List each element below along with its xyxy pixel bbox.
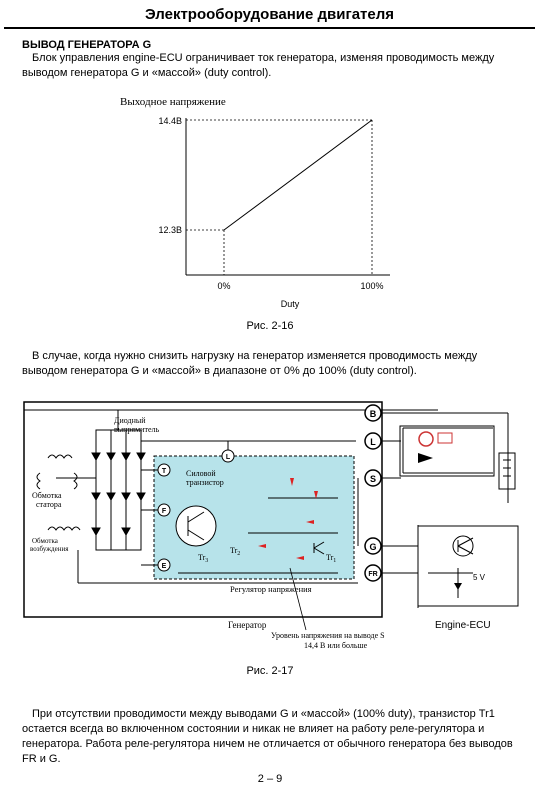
x-axis-label: Duty <box>281 299 300 309</box>
label-power-transistor-1: Силовой <box>186 469 216 478</box>
section-title: ВЫВОД ГЕНЕРАТОРА G <box>22 39 152 51</box>
lamp-relay-box <box>399 425 495 477</box>
svg-text:S: S <box>370 474 376 484</box>
x-tick-100: 100% <box>360 281 383 291</box>
label-stator-2: статора <box>36 500 62 509</box>
y-tick-12-3: 12.3В <box>158 225 182 235</box>
stator-coil <box>36 454 96 490</box>
label-power-transistor-2: транзистор <box>186 478 224 487</box>
svg-text:L: L <box>226 454 231 461</box>
third-paragraph: При отсутствии проводимости между вывода… <box>22 708 513 765</box>
label-regulator: Регулятор напряжения <box>230 584 312 594</box>
intro-paragraph: Блок управления engine-ECU ограничивает … <box>22 52 495 79</box>
label-level-2: 14,4 В или больше <box>304 641 368 650</box>
charge-lamp-icon <box>418 431 434 447</box>
generator-frame <box>23 401 383 618</box>
page-number: 2 – 9 <box>257 773 283 785</box>
terminal-l-inner: L <box>221 449 235 463</box>
label-tr2: Tr2 <box>230 546 240 557</box>
series-line <box>223 119 373 231</box>
ecu-transistor-icon <box>452 535 474 557</box>
terminal-fr: FR <box>364 564 382 582</box>
terminal-t: T <box>157 463 171 477</box>
label-generator: Генератор <box>228 620 267 630</box>
figure-caption-2: Рис. 2-17 <box>246 665 294 677</box>
figure-caption-1: Рис. 2-16 <box>246 320 294 332</box>
x-tick-0: 0% <box>217 281 230 291</box>
svg-text:L: L <box>370 437 376 447</box>
terminal-b: B <box>364 404 382 422</box>
label-level: Уровень напряжения на выводе S <box>271 631 385 640</box>
label-field-2: возбуждения <box>30 545 69 553</box>
current-arrows <box>258 478 318 560</box>
label-5v: 5 V <box>473 573 486 582</box>
generator-circuit-diagram: B L S G FR T F E L Диодный выпрямитель О… <box>23 401 519 650</box>
y-tick-14-4: 14.4В <box>158 116 182 126</box>
svg-text:FR: FR <box>368 571 377 578</box>
pointer-line <box>289 567 307 631</box>
field-coil <box>47 526 81 531</box>
label-stator-1: Обмотка <box>32 491 62 500</box>
svg-text:G: G <box>369 542 376 552</box>
label-field-1: Обмотка <box>32 537 59 545</box>
diode-rectifier <box>91 429 146 551</box>
svg-text:F: F <box>162 508 167 515</box>
terminal-l: L <box>364 432 382 450</box>
label-tr3: Tr3 <box>198 553 208 564</box>
ecu-box <box>417 525 519 607</box>
terminal-g: G <box>364 537 382 555</box>
label-tr1: Tr1 <box>326 553 336 564</box>
diode-icon <box>418 453 433 463</box>
svg-text:T: T <box>162 468 167 475</box>
tr1-icon <box>313 541 325 555</box>
resistor-icon <box>437 432 453 444</box>
page-header: Электрооборудование двигателя <box>144 6 395 23</box>
label-diode-rectifier-1: Диодный <box>114 416 146 425</box>
terminal-f: F <box>157 503 171 517</box>
second-paragraph: В случае, когда нужно снизить нагрузку н… <box>22 350 478 377</box>
svg-text:E: E <box>162 563 167 570</box>
chart-title: Выходное напряжение <box>120 96 226 108</box>
label-ecu: Engine-ECU <box>435 620 491 631</box>
power-transistor-icon <box>175 505 217 547</box>
battery-icon <box>498 452 516 490</box>
header-rule <box>4 27 535 29</box>
terminal-e: E <box>157 558 171 572</box>
terminal-s: S <box>364 469 382 487</box>
svg-text:B: B <box>370 409 377 419</box>
duty-voltage-chart: Выходное напряжение 14.4В 12.3В 0% 100% … <box>120 96 390 309</box>
label-diode-rectifier-2: выпрямитель <box>114 425 159 434</box>
